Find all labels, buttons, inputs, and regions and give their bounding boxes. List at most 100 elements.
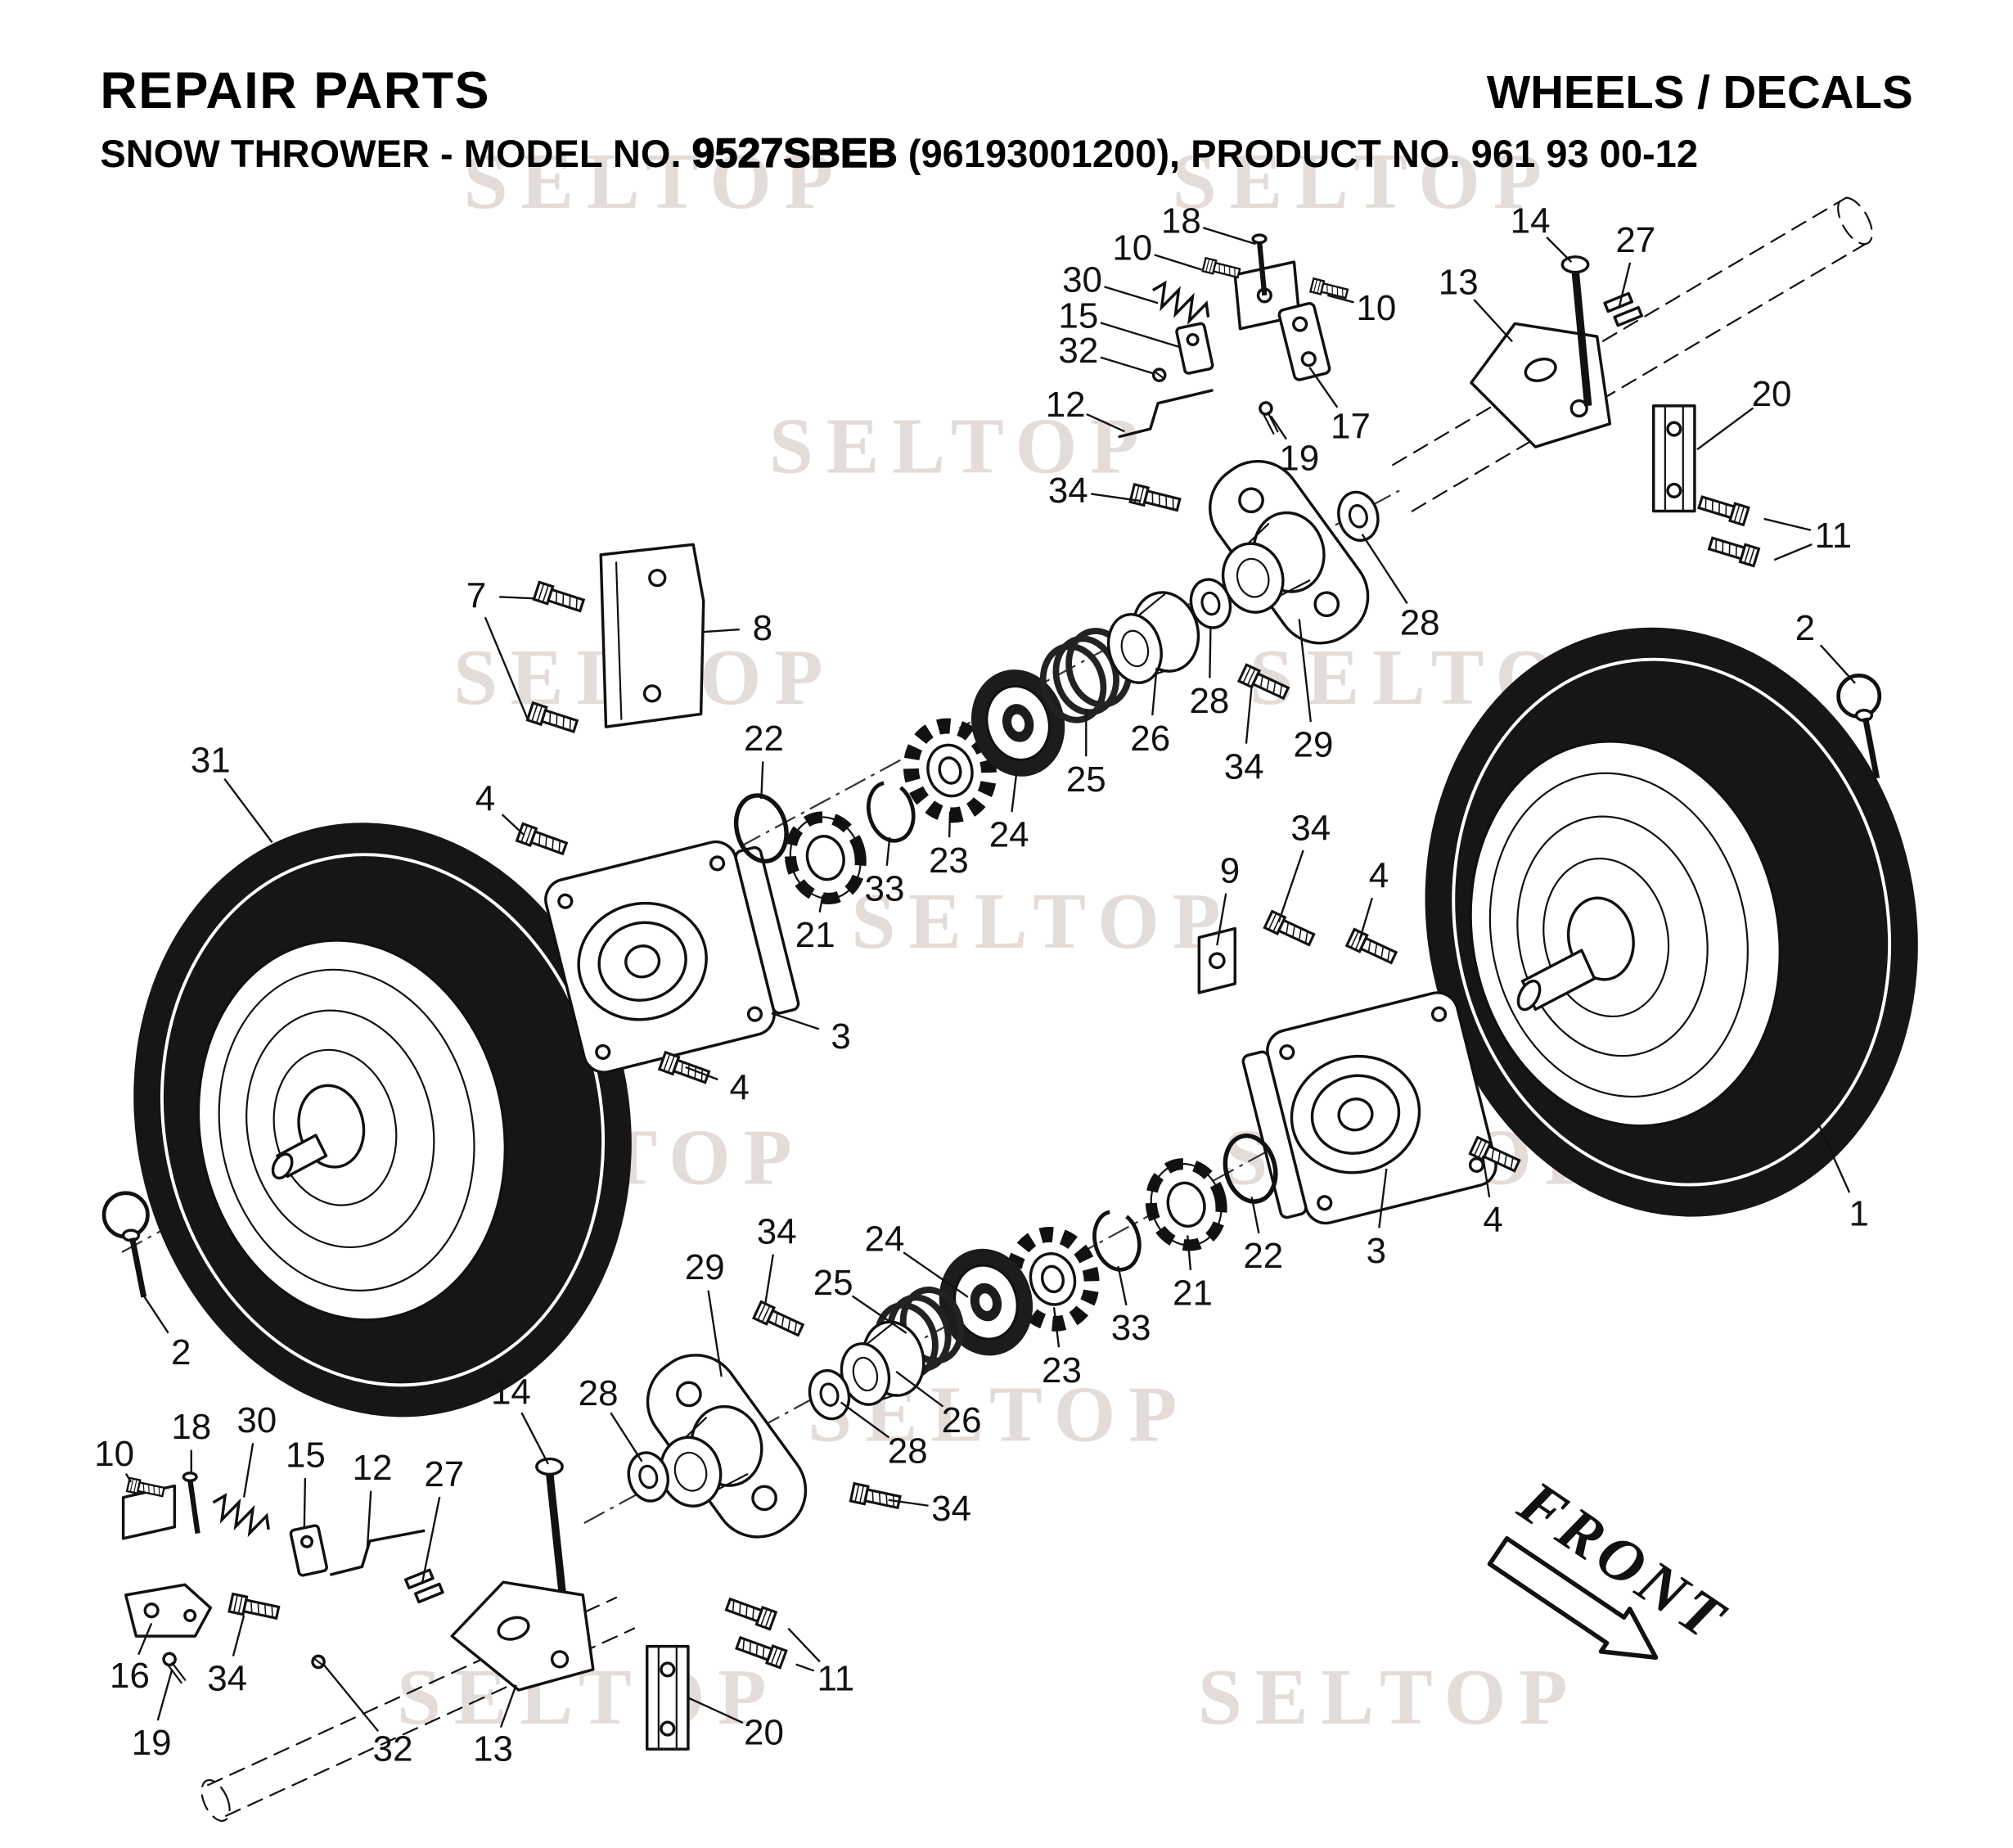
part-number-callout: 15 <box>286 1435 326 1475</box>
part-number-callout: 8 <box>753 608 772 648</box>
part-12-rod-lower <box>330 1529 426 1576</box>
part-number-callout: 28 <box>888 1431 928 1472</box>
callout-leader-line <box>520 1412 549 1465</box>
callout-leader-line <box>787 1627 821 1663</box>
callout-leader-line <box>137 1622 153 1656</box>
part-number-callout: 32 <box>373 1729 413 1769</box>
callout-leader-line <box>703 628 740 633</box>
watermark-text: SELTOP <box>769 402 1151 490</box>
part-number-callout: 20 <box>744 1712 784 1752</box>
callout-leader-line <box>366 1490 372 1552</box>
part-number-callout: 10 <box>94 1434 134 1474</box>
part-29-bearing-flange-upper <box>1208 459 1370 645</box>
callout-leader-line <box>1773 543 1813 561</box>
part-number-callout: 28 <box>1400 603 1440 643</box>
axle-tube-upper <box>1392 196 1873 512</box>
callout-leader-line <box>1546 237 1573 263</box>
part-number-callout: 31 <box>191 740 231 780</box>
callout-leader-line <box>223 778 273 844</box>
part-number-callout: 13 <box>473 1729 513 1769</box>
part-number-callout: 4 <box>729 1068 749 1108</box>
part-number-callout: 24 <box>865 1219 905 1260</box>
part-19-clip-upper <box>1259 401 1279 435</box>
part-number-callout: 22 <box>744 719 784 759</box>
callout-leader-line <box>685 1066 718 1081</box>
part-number-callout: 2 <box>171 1332 191 1372</box>
callout-leader-line <box>1277 850 1304 923</box>
part-number-callout: 34 <box>207 1658 247 1698</box>
callout-leader-line <box>1091 493 1141 503</box>
part-22-retaining-ring-lower <box>1223 1134 1278 1204</box>
part-32-screw-lower <box>311 1654 326 1670</box>
part-21-castellated-hub-upper <box>784 811 867 904</box>
part-number-callout: 22 <box>1243 1236 1283 1276</box>
part-21-castellated-hub-lower <box>1145 1158 1227 1251</box>
part-number-callout: 7 <box>466 576 486 616</box>
part-number-callout: 13 <box>1439 263 1479 303</box>
callout-leader-line <box>851 1295 907 1334</box>
part-number-callout: 21 <box>795 915 835 955</box>
watermark-text: SELTOP <box>1198 1653 1580 1742</box>
part-2-klik-pin-left <box>101 1191 150 1298</box>
callout-leader-line <box>771 1012 820 1030</box>
callout-leader-line <box>1187 1235 1192 1271</box>
subtitle-suffix: (96193001200), PRODUCT NO. 961 93 00-12 <box>898 132 1698 175</box>
callout-leader-line <box>421 1496 441 1583</box>
callout-leader-line <box>156 1669 173 1721</box>
callout-leader-line <box>1270 415 1288 440</box>
callout-leader-line <box>1104 286 1159 304</box>
part-number-callout: 3 <box>831 1016 850 1057</box>
part-number-callout: 14 <box>491 1372 531 1412</box>
part-number-callout: 12 <box>353 1448 393 1488</box>
part-number-callout: 34 <box>757 1211 797 1251</box>
callout-leader-line <box>1011 770 1018 813</box>
watermark-text: SELTOP <box>1173 137 1555 226</box>
part-number-callout: 33 <box>865 868 905 908</box>
callout-leader-line <box>1245 685 1253 744</box>
part-18-pin-upper <box>1251 233 1268 296</box>
callout-leader-line <box>1358 897 1373 940</box>
part-number-callout: 28 <box>579 1373 619 1413</box>
callout-leader-line <box>484 616 529 720</box>
callout-leader-line <box>687 1697 744 1724</box>
part-24-bearing-upper <box>970 669 1065 777</box>
callout-leader-line <box>1481 1156 1491 1197</box>
callout-leader-line <box>1763 517 1812 531</box>
part-number-callout: 21 <box>1173 1273 1213 1314</box>
callout-leader-line <box>895 1370 944 1408</box>
callout-leader-line <box>1378 1168 1388 1228</box>
callout-leader-line <box>1308 367 1339 408</box>
part-number-callout: 27 <box>424 1454 464 1494</box>
part-number-callout: 4 <box>1483 1200 1502 1240</box>
part-number-callout: 20 <box>1752 374 1792 414</box>
part-number-callout: 2 <box>1795 608 1815 648</box>
part-32-screw-upper <box>1151 367 1167 382</box>
model-number: 9527SBEB <box>692 130 898 176</box>
part-8-mounting-plate <box>599 543 705 728</box>
watermark-text: SELTOP <box>851 877 1233 966</box>
watermark-text: SELTOP <box>464 137 846 226</box>
part-number-callout: 30 <box>236 1400 277 1440</box>
callout-leader-line <box>322 1663 380 1733</box>
callout-leader-line <box>818 895 824 913</box>
callout-leader-line <box>903 1251 969 1298</box>
callout-leader-line <box>501 814 525 836</box>
part-number-callout: 15 <box>1058 296 1098 336</box>
part-20-bracket-lower <box>645 1644 690 1751</box>
part-number-callout: 25 <box>813 1263 853 1303</box>
part-number-callout: 23 <box>1042 1350 1082 1391</box>
part-number-callout: 10 <box>1356 288 1396 328</box>
callout-leader-line <box>499 1684 517 1728</box>
callout-leader-line <box>763 1254 774 1305</box>
part-number-callout: 10 <box>1112 228 1152 268</box>
part-15-clip-upper <box>1175 322 1214 375</box>
part-number-callout: 29 <box>1294 725 1334 765</box>
part-number-callout: 4 <box>1369 856 1389 896</box>
callout-leader-line <box>1618 262 1632 309</box>
callout-leader-line <box>124 1472 133 1483</box>
part-33-snap-ring-upper <box>867 780 916 843</box>
part-number-callout: 11 <box>1815 516 1853 556</box>
callout-leader-line <box>1100 322 1179 348</box>
